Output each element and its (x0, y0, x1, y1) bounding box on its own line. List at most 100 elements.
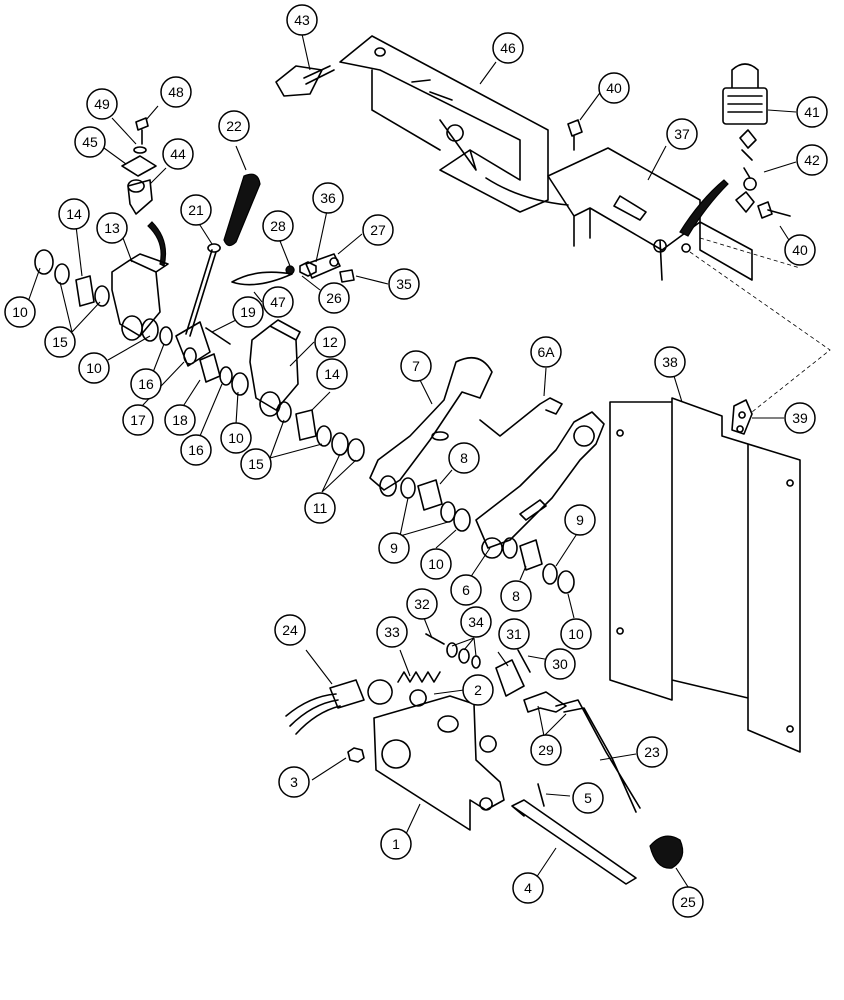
svg-text:34: 34 (468, 614, 484, 630)
part-46-bracket (339, 35, 549, 213)
callout-18: 18 (164, 404, 196, 436)
part-27-clevis (305, 253, 341, 279)
svg-text:38: 38 (662, 354, 678, 370)
part-33-spring (367, 671, 441, 705)
svg-text:42: 42 (804, 152, 820, 168)
callout-10: 10 (220, 422, 252, 454)
svg-text:19: 19 (240, 304, 256, 320)
callout-14: 14 (58, 198, 90, 230)
part-48-screw (135, 117, 149, 145)
part-11-washer-b (347, 438, 365, 462)
callout-35: 35 (388, 268, 420, 300)
svg-text:10: 10 (12, 304, 28, 320)
svg-text:30: 30 (552, 656, 568, 672)
svg-text:29: 29 (538, 742, 554, 758)
svg-text:10: 10 (228, 430, 244, 446)
part-36-nut (299, 261, 317, 277)
callout-40: 40 (598, 72, 630, 104)
svg-text:40: 40 (792, 242, 808, 258)
part-14-bushing-b (295, 409, 317, 441)
svg-text:28: 28 (270, 218, 286, 234)
part-3-nut (347, 747, 365, 763)
callout-36: 36 (312, 182, 344, 214)
part-10-washer-b (141, 318, 159, 342)
callout-21: 21 (180, 194, 212, 226)
part-9-bushing-a (400, 477, 416, 499)
part-17-block (175, 321, 211, 367)
part-13-lever (111, 253, 169, 341)
part-10-washer-e (557, 570, 575, 594)
svg-text:37: 37 (674, 126, 690, 142)
callout-40: 40 (784, 234, 816, 266)
svg-text:9: 9 (390, 540, 398, 556)
svg-text:3: 3 (290, 774, 298, 790)
svg-text:31: 31 (506, 626, 522, 642)
callout-9: 9 (378, 532, 410, 564)
part-15-bushing-d (316, 425, 332, 447)
guide-dashed (689, 237, 831, 413)
part-38-plate (609, 397, 801, 753)
part-9-bushing-c (502, 537, 518, 559)
callout-10: 10 (420, 548, 452, 580)
callout-48: 48 (160, 76, 192, 108)
callout-44: 44 (162, 138, 194, 170)
svg-text:6A: 6A (537, 344, 555, 360)
svg-text:15: 15 (248, 456, 264, 472)
callout-14: 14 (316, 358, 348, 390)
part-40-bolt-right (757, 201, 791, 219)
callout-2: 2 (462, 674, 494, 706)
callout-37: 37 (666, 118, 698, 150)
callout-1: 1 (380, 828, 412, 860)
svg-text:18: 18 (172, 412, 188, 428)
callout-31: 31 (498, 618, 530, 650)
svg-text:8: 8 (460, 450, 468, 466)
callout-43: 43 (286, 4, 318, 36)
svg-text:39: 39 (792, 410, 808, 426)
callout-39: 39 (784, 402, 816, 434)
part-42-chain (735, 129, 757, 213)
svg-text:5: 5 (584, 790, 592, 806)
callout-34: 34 (460, 606, 492, 638)
svg-text:10: 10 (428, 556, 444, 572)
part-34-washer-b (458, 648, 470, 664)
callout-15: 15 (44, 326, 76, 358)
svg-text:17: 17 (130, 412, 146, 428)
callout-41: 41 (796, 96, 828, 128)
callout-33: 33 (376, 616, 408, 648)
part-29-link (523, 691, 567, 713)
part-8-spacer-a (417, 479, 443, 511)
callout-47: 47 (262, 286, 294, 318)
callout-49: 49 (86, 88, 118, 120)
svg-text:27: 27 (370, 222, 386, 238)
arrow-42 (679, 179, 729, 237)
callout-5: 5 (572, 782, 604, 814)
svg-text:49: 49 (94, 96, 110, 112)
part-45-clip (121, 155, 157, 177)
part-16-washer-a (159, 326, 173, 346)
svg-text:23: 23 (644, 744, 660, 760)
svg-text:33: 33 (384, 624, 400, 640)
svg-text:4: 4 (524, 880, 532, 896)
callout-22: 22 (218, 110, 250, 142)
callout-45: 45 (74, 126, 106, 158)
part-16-washer-b (219, 366, 233, 386)
svg-text:26: 26 (326, 290, 342, 306)
callout-26: 26 (318, 282, 350, 314)
part-43-loop (275, 65, 335, 97)
callout-6: 6 (450, 574, 482, 606)
part-32-bolt (425, 633, 445, 645)
callout-27: 27 (362, 214, 394, 246)
svg-text:45: 45 (82, 134, 98, 150)
svg-text:10: 10 (86, 360, 102, 376)
part-34-washer-a (446, 642, 458, 658)
callout-4: 4 (512, 872, 544, 904)
callout-3: 3 (278, 766, 310, 798)
svg-text:16: 16 (188, 442, 204, 458)
svg-text:32: 32 (414, 596, 430, 612)
part-49-washer (133, 146, 147, 154)
svg-text:11: 11 (313, 500, 328, 516)
svg-text:36: 36 (320, 190, 336, 206)
svg-text:8: 8 (512, 588, 520, 604)
arrow-44 (147, 221, 167, 267)
